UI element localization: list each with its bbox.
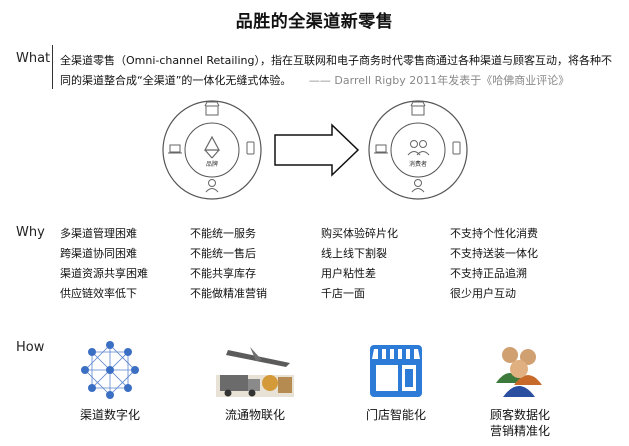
why-item: 多渠道管理困难: [60, 227, 137, 240]
logistics-icon: [216, 347, 294, 397]
why-item: 千店一面: [321, 287, 365, 300]
brand-ring: 品牌: [162, 100, 262, 200]
page-title: 品胜的全渠道新零售: [235, 12, 394, 32]
what-definition: 全渠道零售（Omni-channel Retailing），指在互联网和电子商务…: [60, 51, 620, 91]
network-icon: [81, 341, 139, 399]
why-item: 不支持送装一体化: [450, 247, 538, 260]
person-icon: [205, 179, 219, 193]
what-divider: [52, 45, 53, 89]
shop-icon: [410, 101, 426, 116]
section-label-what: What: [16, 51, 51, 66]
transform-arrow: [274, 123, 360, 177]
shop-icon: [204, 101, 220, 116]
section-label-why: Why: [16, 225, 45, 240]
consumer-label: 消费者: [409, 160, 427, 168]
why-item: 不支持个性化消费: [450, 227, 538, 240]
why-item: 不能做精准营销: [190, 287, 267, 300]
person-icon: [411, 179, 425, 193]
customers-icon: [496, 347, 542, 397]
why-item: 渠道资源共享困难: [60, 267, 148, 280]
how-label-customer-data: 顾客数据化 营销精准化: [489, 408, 550, 438]
phone-icon: [452, 141, 461, 155]
consumers-icon: [407, 140, 430, 156]
why-item: 用户粘性差: [321, 267, 376, 280]
phone-icon: [246, 141, 255, 155]
laptop-icon: [168, 144, 182, 154]
how-icons: [81, 341, 542, 399]
how-label-logistics: 流通物联化: [224, 408, 285, 422]
section-label-how: How: [16, 340, 45, 355]
why-item: 不能共享库存: [190, 267, 256, 280]
omni-channel-diagram: 品牌 消费者: [162, 100, 468, 200]
how-label-digitization: 渠道数字化: [79, 408, 140, 422]
why-item: 跨渠道协同困难: [60, 247, 137, 260]
definition-text: 全渠道零售（Omni-channel Retailing），指在互联网和电子商务…: [60, 54, 612, 87]
brand-label: 品牌: [206, 160, 218, 168]
attribution-text: —— Darrell Rigby 2011年发表于《哈佛商业评论》: [308, 74, 570, 87]
why-item: 供应链效率低下: [60, 287, 137, 300]
why-item: 购买体验碎片化: [321, 227, 398, 240]
laptop-icon: [374, 144, 388, 154]
why-item: 很少用户互动: [450, 287, 516, 300]
store-icon: [370, 345, 422, 397]
consumer-ring: 消费者: [368, 100, 468, 200]
brand-logo-icon: [203, 135, 221, 159]
how-label-smart-store: 门店智能化: [365, 408, 426, 422]
why-item: 不能统一售后: [190, 247, 256, 260]
why-item: 线上线下割裂: [321, 247, 387, 260]
why-item: 不能统一服务: [190, 227, 256, 240]
why-item: 不支持正品追溯: [450, 267, 527, 280]
